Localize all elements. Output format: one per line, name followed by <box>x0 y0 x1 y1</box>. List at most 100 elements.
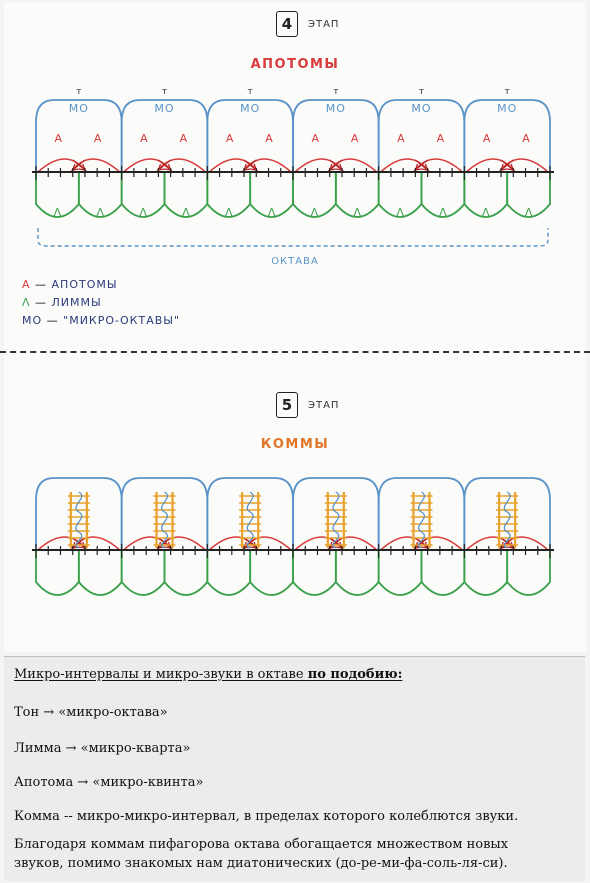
tone-mark: т <box>76 87 81 97</box>
micro-octave-dome <box>292 99 380 172</box>
limma-bowl <box>377 550 423 596</box>
limma-bowl <box>249 550 294 596</box>
limma-bowl <box>506 550 551 596</box>
stage-5-header: 5 ЭТАП <box>276 392 339 418</box>
limma-label: Λ <box>525 206 533 219</box>
micro-octave-label: МО <box>69 102 89 115</box>
tone-mark: т <box>248 87 253 97</box>
stage-5-label: ЭТАП <box>308 399 340 411</box>
section-divider <box>0 351 590 353</box>
micro-octave-dome <box>377 477 466 550</box>
micro-octave-dome <box>463 477 551 550</box>
limma-label: Λ <box>268 206 276 219</box>
micro-octave-dome <box>35 99 123 172</box>
tone-mark: т <box>419 87 424 97</box>
micro-octave-label: МО <box>497 102 517 115</box>
octave-bracket <box>37 228 549 247</box>
apotome-label: А <box>522 132 530 145</box>
micro-octave-dome <box>35 477 123 550</box>
micro-octave-dome <box>206 477 294 550</box>
micro-octave-label: МО <box>326 102 346 115</box>
stage-4-title: АПОТОМЫ <box>250 57 340 72</box>
micro-octave-label: МО <box>154 102 174 115</box>
stage-5-number: 5 <box>276 392 298 418</box>
line-tone: Тон → «микро-октава» <box>14 705 168 720</box>
comma-rail <box>326 492 345 548</box>
tone-mark: т <box>162 87 167 97</box>
micro-octave-dome <box>120 99 209 172</box>
octave-label: ОКТАВА <box>271 256 319 267</box>
comma-ladder-icon <box>153 491 176 549</box>
oscillation-wave <box>75 491 83 549</box>
micro-octave-dome <box>206 99 294 172</box>
comma-rail <box>498 492 517 548</box>
legend-apotome: А — АПОТОМЫ <box>22 278 118 291</box>
micro-octave-label: МО <box>240 102 260 115</box>
comma-ladder-icon <box>239 491 262 549</box>
limma-bowl <box>506 172 551 218</box>
line-apotome: Апотома → «микро-квинта» <box>14 775 204 790</box>
comma-rail <box>155 492 174 548</box>
stage-5-title: КОММЫ <box>260 437 330 452</box>
limma-label: Λ <box>311 206 319 219</box>
comma-ladder-icon <box>67 491 90 549</box>
apotome-label: А <box>265 132 273 145</box>
apotome-label: А <box>226 132 234 145</box>
comma-ladder-icon <box>410 491 433 549</box>
limma-bowl <box>463 550 509 596</box>
apotome-label: А <box>397 132 405 145</box>
limma-bowl <box>206 550 252 596</box>
stage-4-label: ЭТАП <box>308 18 340 30</box>
limma-label: Λ <box>225 206 233 219</box>
limma-label: Λ <box>54 206 62 219</box>
limma-label: Λ <box>439 206 447 219</box>
limma-label: Λ <box>139 206 147 219</box>
micro-octave-dome <box>377 99 466 172</box>
stage-4-number: 4 <box>276 11 298 37</box>
apotome-label: А <box>94 132 102 145</box>
limma-bowl <box>334 550 380 596</box>
micro-octave-dome <box>463 99 551 172</box>
comma-rail <box>69 492 88 548</box>
apotome-label: А <box>483 132 491 145</box>
limma-bowl <box>120 550 166 596</box>
limma-label: Λ <box>482 206 490 219</box>
oscillation-wave <box>418 491 425 549</box>
apotome-label: А <box>351 132 359 145</box>
apotome-label: А <box>437 132 445 145</box>
micro-octave-dome <box>292 477 380 550</box>
comma-ladder-icon <box>324 491 347 549</box>
micro-octave-dome <box>120 477 209 550</box>
limma-label: Λ <box>96 206 104 219</box>
legend-micro-octave: МО — "МИКРО-ОКТАВЫ" <box>22 314 181 327</box>
limma-bowl <box>77 550 123 596</box>
legend-limma: Λ — ЛИММЫ <box>22 296 102 309</box>
comma-ladder-icon <box>496 491 519 549</box>
limma-label: Λ <box>182 206 190 219</box>
apotome-label: А <box>180 132 188 145</box>
panel-heading: Микро-интервалы и микро-звуки в октаве п… <box>14 667 403 682</box>
tone-mark: т <box>505 87 510 97</box>
limma-bowl <box>35 550 80 596</box>
limma-bowl <box>292 550 337 596</box>
comma-rail <box>241 492 260 548</box>
oscillation-wave <box>246 491 254 549</box>
micro-octave-label: МО <box>411 102 431 115</box>
explanation-panel: Микро-интервалы и микро-звуки в октаве п… <box>4 656 585 881</box>
line-comma: Комма -- микро-микро-интервал, в предела… <box>14 809 519 824</box>
limma-bowl <box>420 550 466 596</box>
tone-mark: т <box>333 87 338 97</box>
comma-rail <box>412 492 431 548</box>
line-limma: Лимма → «микро-кварта» <box>14 741 191 756</box>
apotome-label: А <box>55 132 63 145</box>
oscillation-wave <box>332 491 340 549</box>
line-benefit-1: Благодаря коммам пифагорова октава обога… <box>14 837 509 852</box>
comma-diagram <box>32 477 554 596</box>
limma-label: Λ <box>353 206 361 219</box>
apotome-label: А <box>312 132 320 145</box>
limma-label: Λ <box>396 206 404 219</box>
oscillation-wave <box>503 491 511 549</box>
stage-4-legend: А — АПОТОМЫ Λ — ЛИММЫ МО — "МИКРО-ОКТАВЫ… <box>22 276 180 330</box>
apotome-label: А <box>140 132 148 145</box>
